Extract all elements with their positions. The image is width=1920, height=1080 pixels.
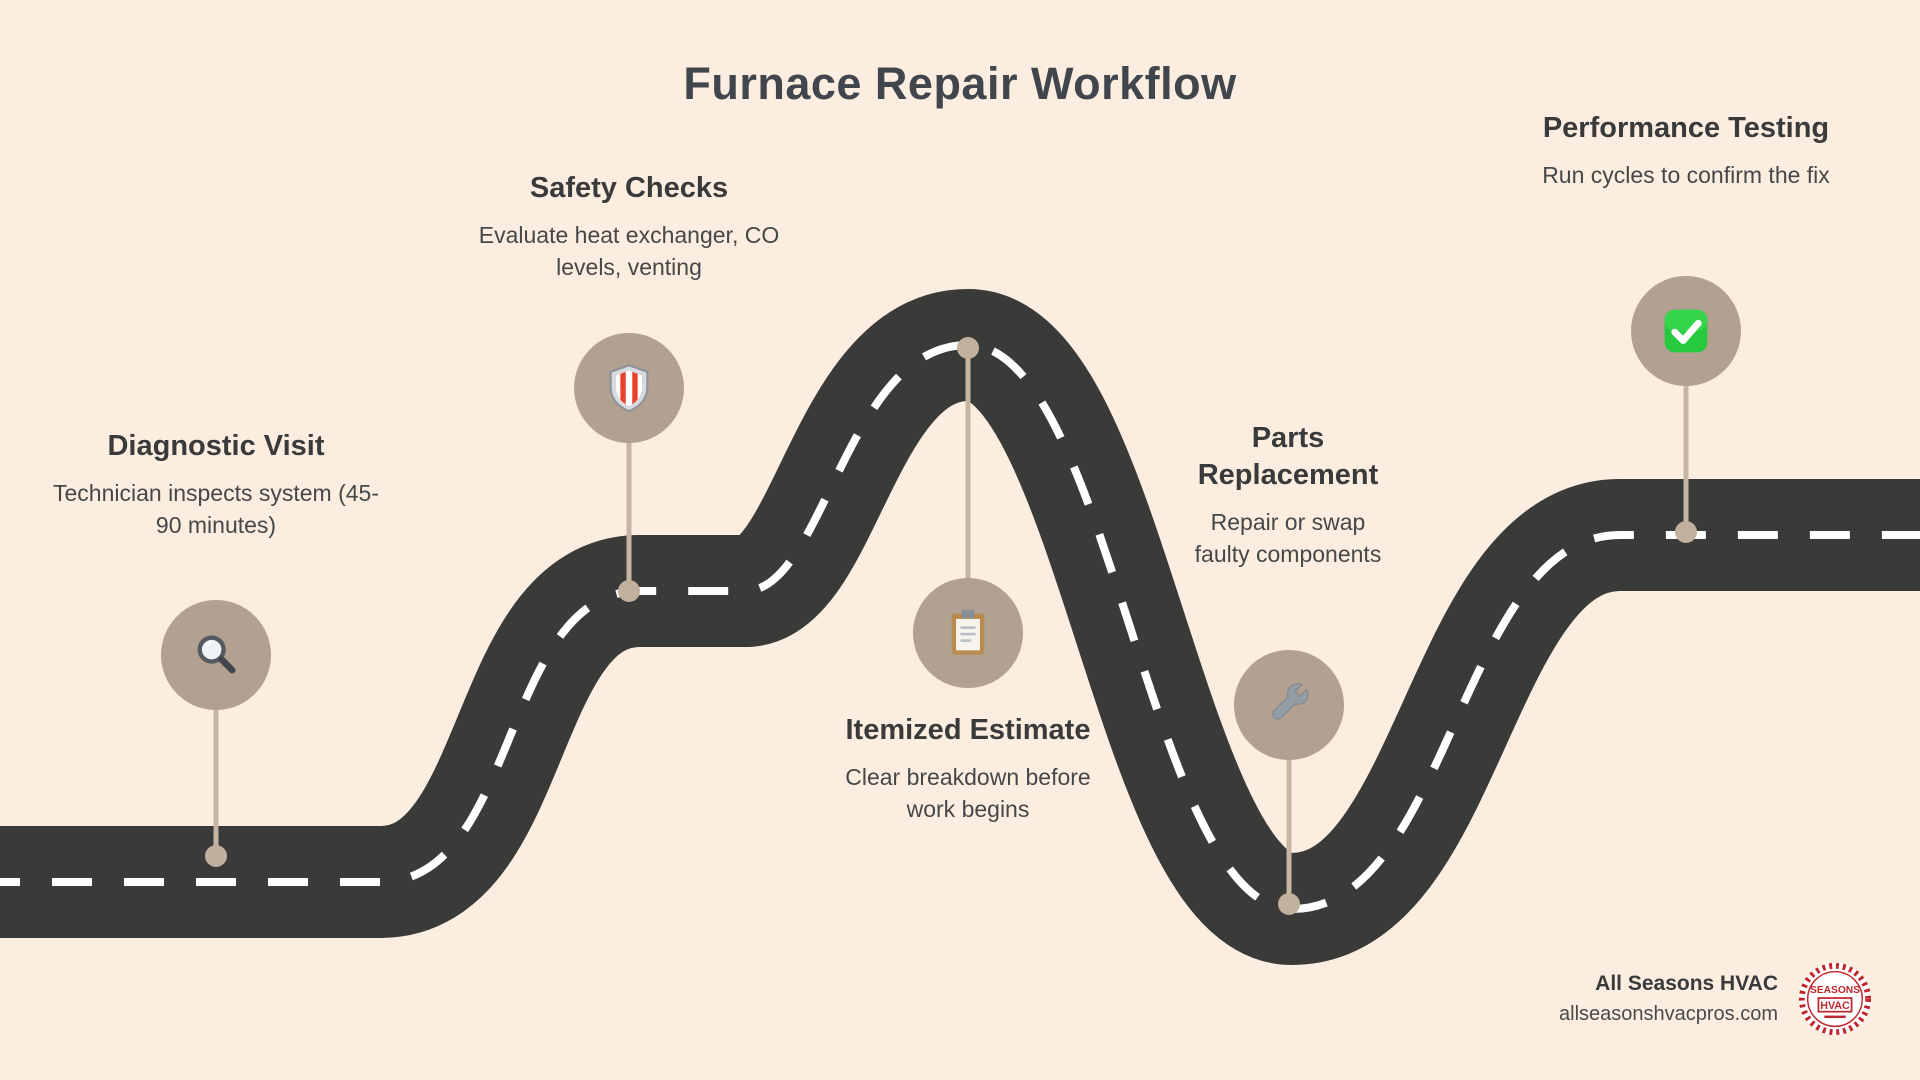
milestone-node-diagnostic (161, 600, 271, 710)
shield-icon (609, 364, 649, 413)
milestone-node-safety (574, 333, 684, 443)
logo-text-main: HVAC (1820, 1000, 1850, 1012)
milestone-label-estimate: Itemized Estimate Clear breakdown before… (833, 712, 1103, 825)
milestone-node-parts (1234, 650, 1344, 760)
check-icon (1664, 309, 1708, 353)
milestone-title: Parts Replacement (1197, 422, 1379, 492)
magnifier-icon (197, 635, 236, 674)
milestone-label-performance: Performance Testing Run cycles to confir… (1496, 110, 1876, 191)
milestone-description: Run cycles to confirm the fix (1542, 162, 1830, 189)
milestone-label-safety: Safety Checks Evaluate heat exchanger, C… (474, 170, 784, 283)
milestone-stems (213, 349, 1689, 903)
milestone-title: Itemized Estimate (845, 714, 1091, 746)
milestone-title: Diagnostic Visit (107, 430, 325, 462)
milestone-road-dots (205, 337, 1697, 915)
milestone-node-estimate (913, 578, 1023, 688)
milestone-description: Evaluate heat exchanger, CO levels, vent… (478, 222, 780, 281)
milestone-title: Performance Testing (1542, 112, 1830, 144)
wrench-icon (1272, 683, 1309, 720)
footer-website: allseasonshvacpros.com (1559, 1003, 1778, 1025)
road-center-dashes (0, 340, 1920, 914)
logo-text-top: SEASONS (1810, 985, 1860, 996)
footer-company-name: All Seasons HVAC (1595, 972, 1778, 995)
milestone-description: Repair or swap faulty components (1194, 509, 1382, 568)
milestone-description: Clear breakdown before work begins (845, 764, 1091, 823)
company-logo: SEASONS HVAC (1798, 962, 1872, 1036)
clipboard-icon (951, 609, 985, 655)
milestone-description: Technician inspects system (45-90 minute… (53, 480, 379, 539)
milestone-label-diagnostic: Diagnostic Visit Technician inspects sys… (46, 428, 386, 541)
footer: All Seasons HVAC allseasonshvacpros.com … (1559, 960, 1874, 1038)
milestone-label-parts: Parts Replacement Repair or swap faulty … (1183, 420, 1393, 571)
milestone-node-performance (1631, 276, 1741, 386)
page-title: Furnace Repair Workflow (683, 58, 1237, 109)
milestone-title: Safety Checks (529, 172, 729, 204)
